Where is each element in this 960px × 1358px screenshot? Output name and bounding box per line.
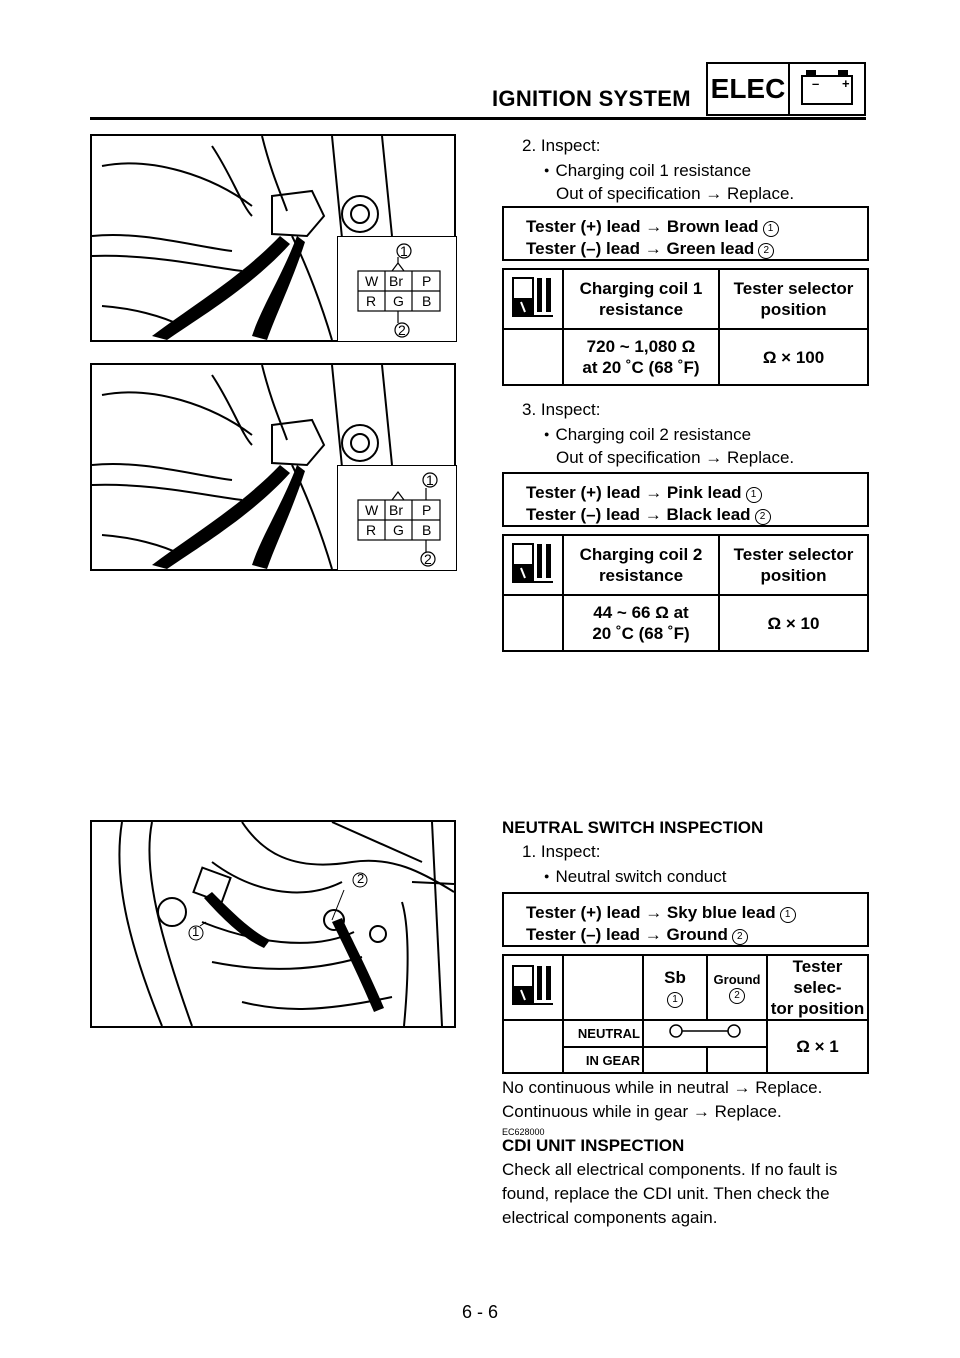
- step-2-title: 2. Inspect:: [522, 136, 601, 155]
- neutral-step-title: 1. Inspect:: [522, 842, 601, 861]
- selector-value: Ω × 1: [766, 1019, 869, 1074]
- row-in-gear: IN GEAR: [562, 1046, 644, 1074]
- callout-1: 1: [400, 243, 408, 259]
- pin-label-p: P: [422, 502, 432, 518]
- pin-label-b: B: [422, 522, 432, 538]
- battery-icon: – +: [790, 62, 866, 116]
- pin-label-b: B: [422, 293, 432, 309]
- pin-label-r: R: [366, 293, 377, 309]
- col-charging-coil-1: Charging coil 1 resistance: [562, 268, 720, 330]
- elec-badge: ELEC: [706, 62, 790, 116]
- row-neutral: NEUTRAL: [562, 1019, 644, 1048]
- selector-value: Ω × 100: [718, 328, 869, 386]
- pin-label-g: G: [393, 293, 404, 309]
- plus-sign: +: [842, 76, 850, 91]
- section-title: IGNITION SYSTEM: [492, 86, 691, 111]
- pin-label-w: W: [365, 273, 379, 289]
- cdi-code: EC628000: [502, 1127, 545, 1137]
- pin-label-br: Br: [389, 273, 403, 289]
- step-3-bullet: Charging coil 2 resistance: [544, 422, 751, 447]
- callout-2: 2: [357, 871, 365, 886]
- pin-label-g: G: [393, 522, 404, 538]
- continuity-line: [642, 1019, 768, 1048]
- callout-2: 2: [424, 551, 432, 567]
- step-3-spec-table: Charging coil 2 resistance Tester select…: [502, 534, 869, 652]
- charging-coil-1-photo: W Br P R G B 1 2: [90, 134, 457, 342]
- multimeter-icon: [502, 954, 564, 1021]
- step-2-spec-table: Charging coil 1 resistance Tester select…: [502, 268, 869, 386]
- cdi-body-line-3: electrical components again.: [502, 1208, 718, 1227]
- resistance-value: 44 ~ 66 Ω at 20 ˚C (68 ˚F): [562, 594, 720, 652]
- neutral-heading: NEUTRAL SWITCH INSPECTION: [502, 818, 764, 837]
- neutral-bullet: Neutral switch conduct: [544, 864, 726, 889]
- pin-label-p: P: [422, 273, 432, 289]
- connector-diagram-2: W Br P R G B 1 2: [337, 465, 457, 571]
- step-3-title: 3. Inspect:: [522, 400, 601, 419]
- step-3-note: Out of specification → Replace.: [556, 448, 795, 467]
- col-tester-selector: Tester selector position: [718, 534, 869, 596]
- col-charging-coil-2: Charging coil 2 resistance: [562, 534, 720, 596]
- resistance-value: 720 ~ 1,080 Ω at 20 ˚C (68 ˚F): [562, 328, 720, 386]
- pin-label-w: W: [365, 502, 379, 518]
- cdi-body-line-2: found, replace the CDI unit. Then check …: [502, 1184, 830, 1203]
- callout-1: 1: [426, 472, 434, 488]
- pin-label-r: R: [366, 522, 377, 538]
- neutral-result-2: Continuous while in gear → Replace.: [502, 1102, 782, 1121]
- step-2-bullet: Charging coil 1 resistance: [544, 158, 751, 183]
- multimeter-icon: [502, 268, 564, 330]
- col-tester-selector: Tester selector position: [718, 268, 869, 330]
- cdi-body-line-1: Check all electrical components. If no f…: [502, 1160, 838, 1179]
- callout-2: 2: [398, 322, 406, 338]
- selector-value: Ω × 10: [718, 594, 869, 652]
- charging-coil-2-photo: W Br P R G B 1 2: [90, 363, 457, 571]
- connector-diagram-1: W Br P R G B 1 2: [337, 236, 457, 342]
- neutral-switch-photo: 1 2: [90, 820, 456, 1028]
- pin-label-br: Br: [389, 502, 403, 518]
- page-number: 6 - 6: [461, 1302, 499, 1322]
- step-2-note: Out of specification → Replace.: [556, 184, 795, 203]
- neutral-result-1: No continuous while in neutral → Replace…: [502, 1078, 823, 1097]
- callout-1: 1: [192, 924, 200, 939]
- multimeter-icon: [502, 534, 564, 596]
- minus-sign: –: [812, 76, 820, 91]
- col-tester-selector: Tester selec- tor position: [766, 954, 869, 1021]
- cdi-heading: CDI UNIT INSPECTION: [502, 1136, 685, 1155]
- header-rule: [90, 117, 866, 120]
